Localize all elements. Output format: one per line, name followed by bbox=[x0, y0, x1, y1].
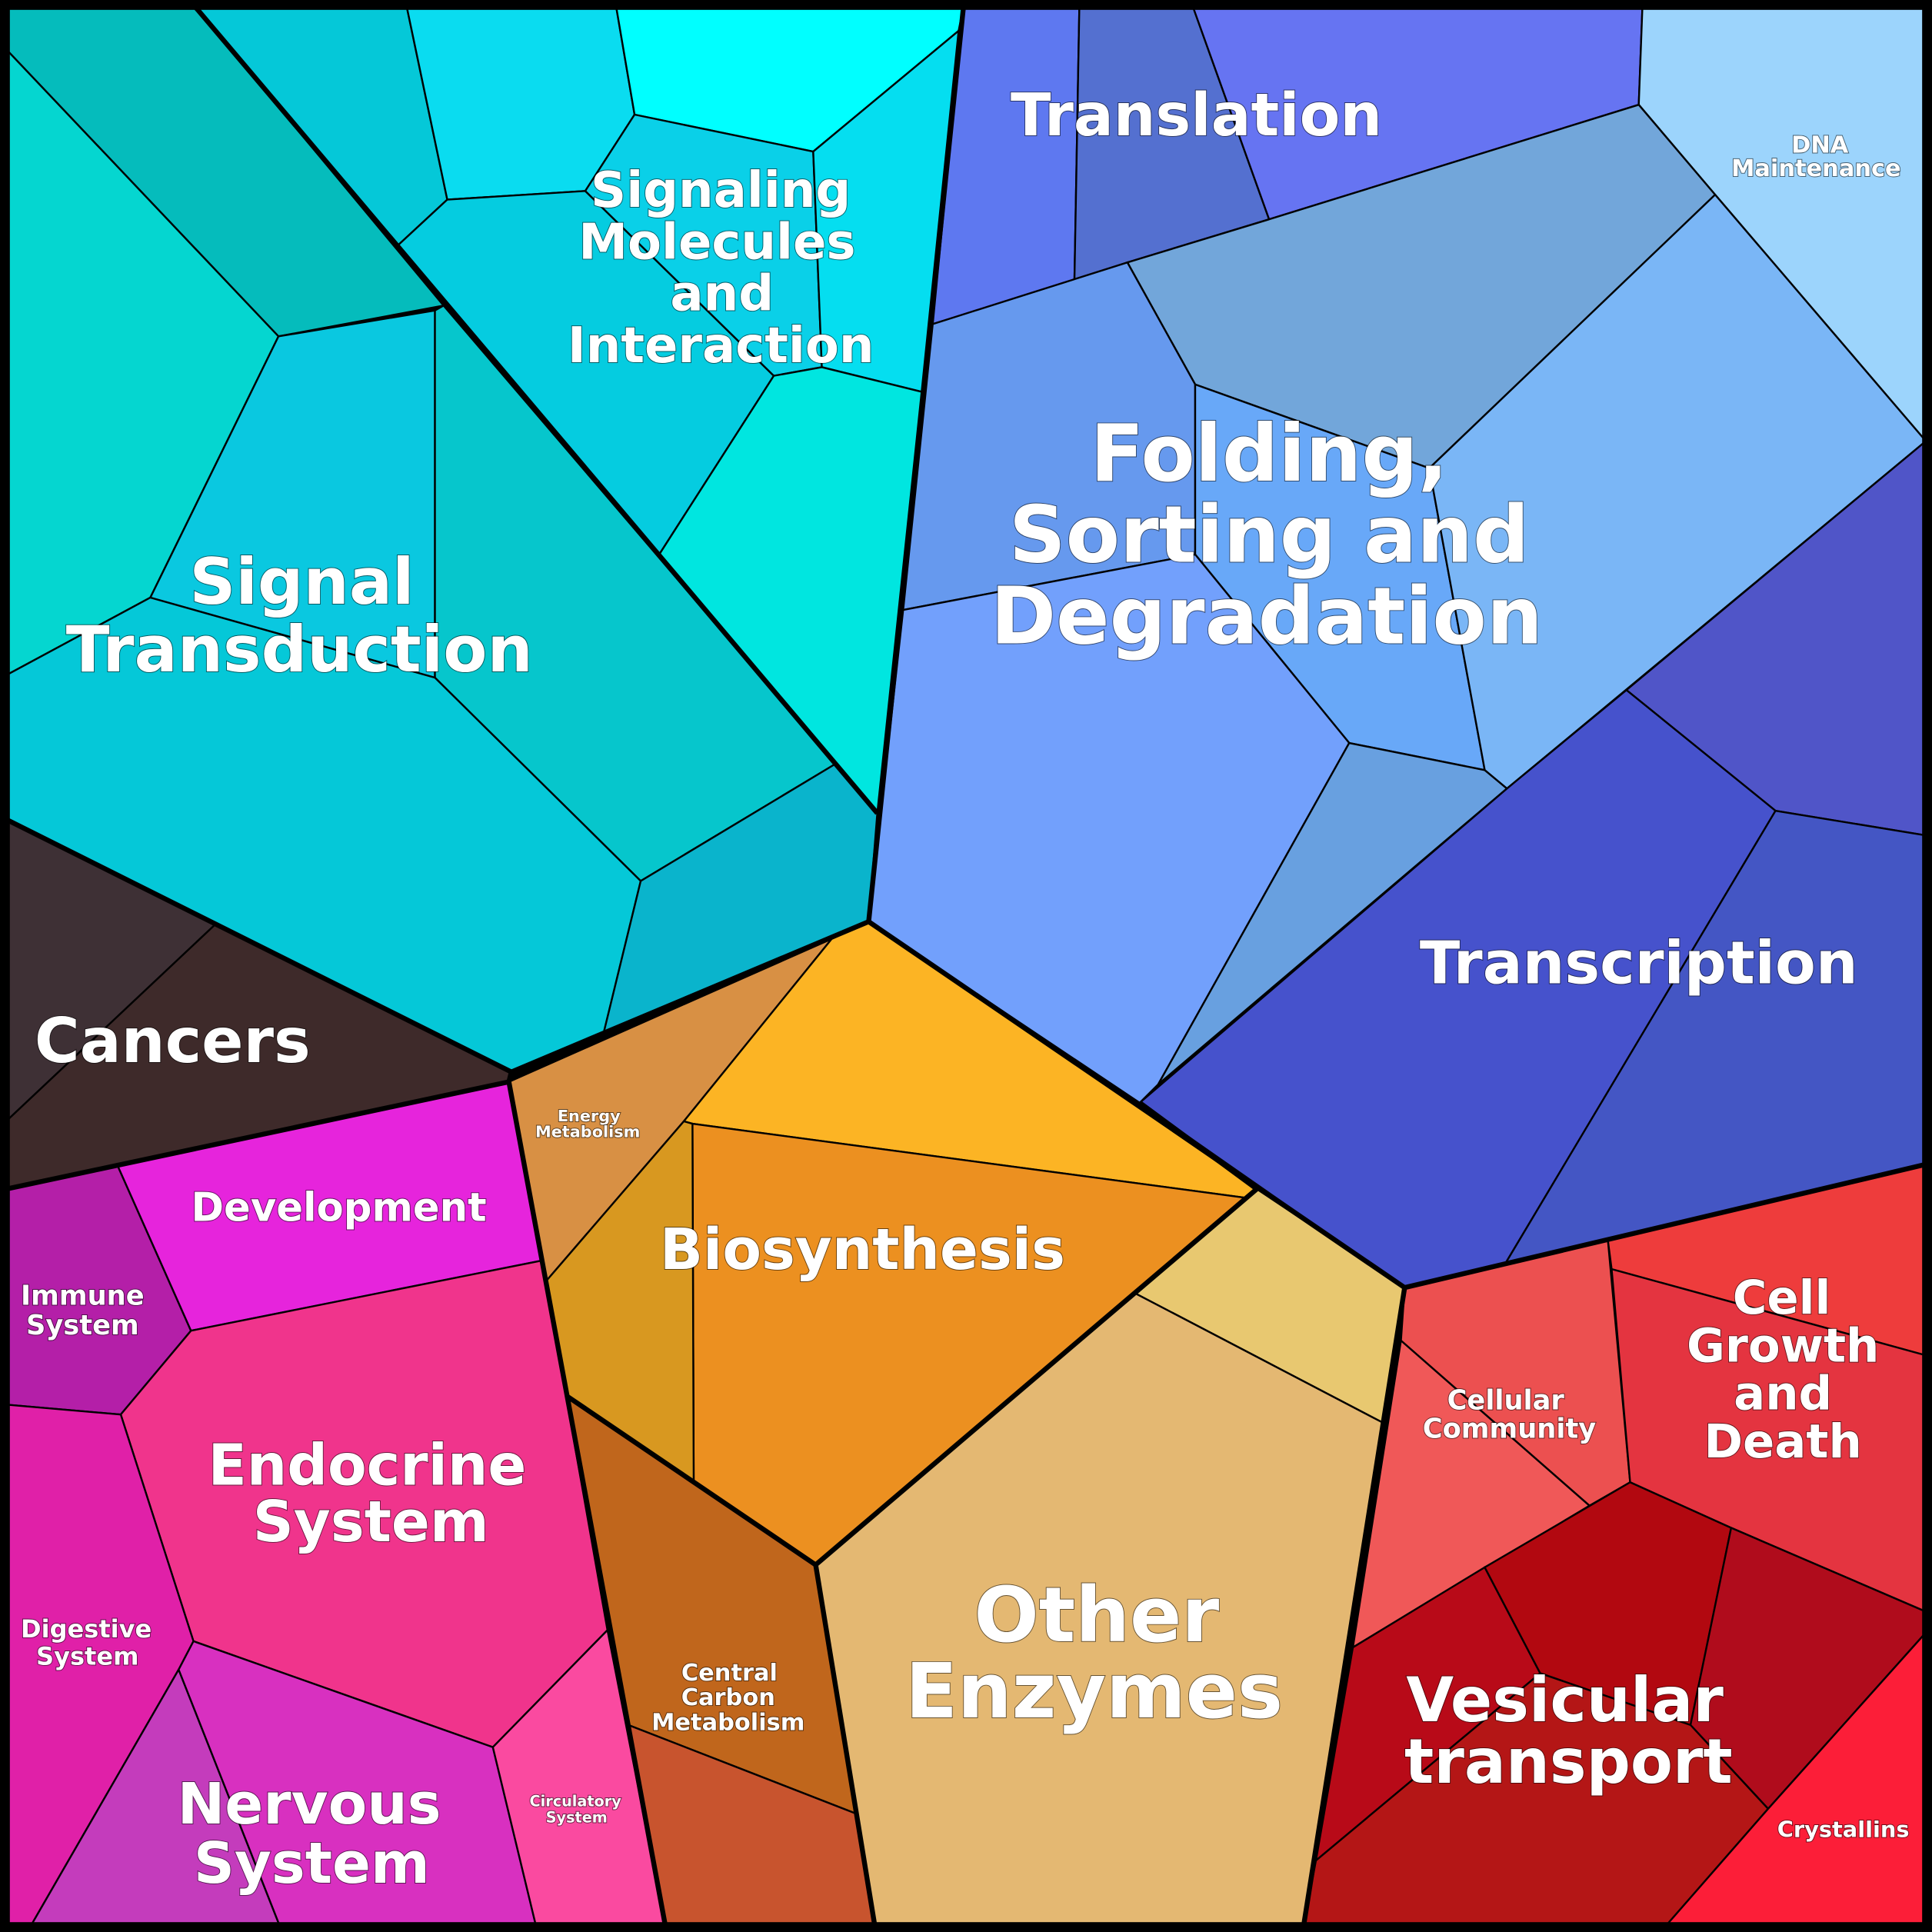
svg-text:Metabolism: Metabolism bbox=[535, 1123, 640, 1141]
svg-text:Endocrine: Endocrine bbox=[208, 1433, 526, 1498]
svg-text:System: System bbox=[26, 1310, 139, 1341]
svg-text:Other: Other bbox=[974, 1571, 1219, 1660]
label-energy-metabolism: Energy Metabolism bbox=[535, 1106, 641, 1142]
group-signaling-molecules bbox=[192, 5, 965, 816]
svg-text:Enzymes: Enzymes bbox=[905, 1647, 1283, 1736]
svg-text:System: System bbox=[36, 1641, 138, 1671]
label-development: Development bbox=[192, 1185, 487, 1231]
svg-text:System: System bbox=[546, 1808, 608, 1826]
svg-text:Sorting and: Sorting and bbox=[1009, 490, 1530, 581]
svg-text:System: System bbox=[194, 1831, 430, 1897]
svg-text:Growth: Growth bbox=[1687, 1318, 1879, 1373]
svg-text:Folding,: Folding, bbox=[1090, 408, 1447, 500]
svg-text:DNA: DNA bbox=[1791, 132, 1849, 159]
svg-text:Cellular: Cellular bbox=[1447, 1385, 1565, 1417]
label-central-carbon-metabolism: Central Carbon Metabolism bbox=[651, 1659, 805, 1737]
svg-text:Degradation: Degradation bbox=[991, 571, 1543, 662]
svg-text:Metabolism: Metabolism bbox=[651, 1709, 804, 1736]
group-organismal-systems bbox=[5, 1081, 667, 1927]
svg-text:Cell: Cell bbox=[1733, 1271, 1831, 1325]
labels: Signal Transduction Signaling Molecules … bbox=[20, 81, 1910, 1897]
label-vesicular-transport: Vesicular transport bbox=[1404, 1664, 1734, 1798]
group-metabolism bbox=[508, 920, 1406, 1927]
svg-text:Maintenance: Maintenance bbox=[1731, 155, 1901, 182]
label-other-enzymes: Other Enzymes bbox=[904, 1571, 1284, 1737]
label-signal-transduction: Signal Transduction bbox=[65, 544, 534, 688]
label-crystallins: Crystallins bbox=[1777, 1817, 1910, 1843]
svg-text:Community: Community bbox=[1423, 1414, 1597, 1445]
svg-text:Carbon: Carbon bbox=[681, 1684, 775, 1711]
label-cellular-community: Cellular Community bbox=[1422, 1384, 1597, 1446]
svg-text:Transduction: Transduction bbox=[66, 612, 533, 687]
label-circulatory-system: Circulatory System bbox=[529, 1792, 623, 1827]
label-transcription: Transcription bbox=[1420, 929, 1858, 998]
label-immune-system: Immune System bbox=[20, 1280, 145, 1342]
label-digestive-system: Digestive System bbox=[20, 1614, 152, 1671]
svg-text:and: and bbox=[670, 266, 774, 323]
svg-text:Central: Central bbox=[681, 1660, 778, 1687]
svg-text:Nervous: Nervous bbox=[178, 1772, 441, 1837]
label-biosynthesis: Biosynthesis bbox=[660, 1217, 1065, 1283]
svg-text:transport: transport bbox=[1404, 1726, 1733, 1797]
svg-text:Energy: Energy bbox=[558, 1107, 621, 1125]
label-folding-sorting-degradation: Folding, Sorting and Degradation bbox=[990, 408, 1544, 663]
label-nervous-system: Nervous System bbox=[177, 1771, 442, 1897]
svg-text:Vesicular: Vesicular bbox=[1406, 1664, 1724, 1736]
svg-text:and: and bbox=[1734, 1367, 1832, 1421]
label-cell-growth-and-death: Cell Growth and Death bbox=[1686, 1270, 1880, 1470]
label-signaling-molecules: Signaling Molecules and Interaction bbox=[567, 162, 875, 375]
svg-text:Signaling: Signaling bbox=[591, 162, 851, 219]
svg-text:System: System bbox=[253, 1490, 489, 1555]
label-endocrine-system: Endocrine System bbox=[208, 1432, 528, 1556]
svg-text:Interaction: Interaction bbox=[568, 318, 874, 375]
group-signal-transduction bbox=[5, 5, 878, 1074]
label-translation: Translation bbox=[1011, 82, 1382, 150]
group-genetic-information bbox=[868, 5, 1927, 1289]
svg-text:Molecules: Molecules bbox=[578, 214, 855, 271]
svg-text:Circulatory: Circulatory bbox=[530, 1793, 622, 1810]
svg-text:Death: Death bbox=[1704, 1414, 1862, 1469]
svg-text:Signal: Signal bbox=[189, 545, 414, 619]
label-dna-maintenance: DNA Maintenance bbox=[1730, 132, 1902, 183]
svg-text:Digestive: Digestive bbox=[21, 1614, 152, 1644]
label-cancers: Cancers bbox=[35, 1005, 311, 1077]
svg-text:Immune: Immune bbox=[21, 1281, 145, 1312]
